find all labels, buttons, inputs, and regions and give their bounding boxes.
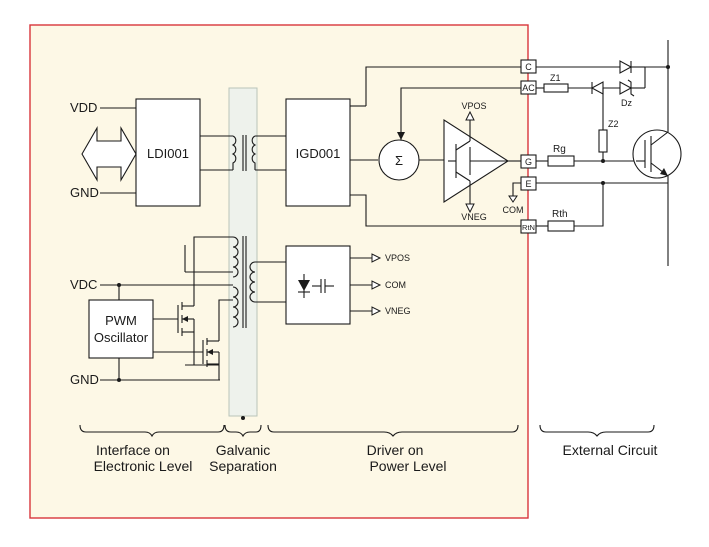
pin-ac: AC xyxy=(520,80,537,95)
interface-bracket xyxy=(79,424,225,438)
switch-upper-drain-wire xyxy=(193,236,233,306)
out-com-label: COM xyxy=(385,280,406,290)
pin-g: G xyxy=(520,154,537,169)
galvanic-label-line1: Galvanic xyxy=(216,442,270,458)
ac-feedback-arrow xyxy=(397,132,405,140)
ldi001-block xyxy=(135,98,201,207)
interface-label-line2: Electronic Level xyxy=(94,458,193,474)
gnd-label-top: GND xyxy=(70,185,99,200)
rth-to-e-wire xyxy=(574,183,604,227)
external-circuit-label: External Circuit xyxy=(563,442,658,458)
rectifier-block xyxy=(285,245,351,325)
rectifier-diode-icon xyxy=(298,274,310,298)
rth-return-wire xyxy=(350,194,523,227)
z2-label: Z2 xyxy=(608,119,619,129)
z1-label: Z1 xyxy=(550,73,561,83)
rg-label: Rg xyxy=(553,144,566,155)
z2-resistor xyxy=(598,129,608,153)
pwm-oscillator-block xyxy=(88,299,154,359)
pwm-label-line2: Oscillator xyxy=(94,330,149,345)
module-frame xyxy=(29,24,529,519)
driver-label-line2: Power Level xyxy=(369,458,446,474)
power-transformer xyxy=(232,236,286,328)
e-com-wire xyxy=(512,182,523,196)
zener-dz xyxy=(619,81,633,95)
capacitor-icon xyxy=(312,279,334,293)
svg-text:RtN: RtN xyxy=(522,223,535,232)
svg-text:C: C xyxy=(525,62,532,72)
svg-text:AC: AC xyxy=(522,83,535,93)
push-pull-transistors xyxy=(448,131,508,191)
rg-resistor xyxy=(547,155,575,167)
dz-label: Dz xyxy=(621,98,632,108)
amp-vneg-label: VNEG xyxy=(461,212,487,222)
rth-resistor xyxy=(547,220,575,232)
c-feedback-wire xyxy=(365,66,523,106)
sigma-symbol: Σ xyxy=(395,153,403,168)
igd001-block xyxy=(285,98,351,207)
ac-feedback-wire xyxy=(400,87,523,140)
vdc-label: VDC xyxy=(70,277,97,292)
svg-text:G: G xyxy=(525,157,532,167)
signal-transformer xyxy=(200,135,286,171)
switch-transistor-lower xyxy=(153,338,220,367)
rth-label: Rth xyxy=(552,209,568,220)
gnd-label-bottom: GND xyxy=(70,372,99,387)
galvanic-bracket xyxy=(224,424,262,438)
com-label: COM xyxy=(503,205,524,215)
amp-vpos-label: VPOS xyxy=(461,101,486,111)
switch-transistor-upper xyxy=(153,302,195,336)
interface-label-line1: Interface on xyxy=(96,442,170,458)
diode-top xyxy=(619,60,633,74)
pin-rtn: RtN xyxy=(520,219,537,234)
igbt-transistor xyxy=(632,40,682,266)
switch-lower-drain-wire xyxy=(218,299,233,341)
pin-c: C xyxy=(520,59,537,74)
diode-ac xyxy=(590,81,604,95)
external-bracket xyxy=(539,424,655,437)
z1-resistor xyxy=(543,83,569,93)
vdd-label: VDD xyxy=(70,100,97,115)
driver-bracket xyxy=(267,424,519,437)
driver-label-line1: Driver on xyxy=(367,442,424,458)
igd001-label: IGD001 xyxy=(296,146,341,161)
galvanic-label-line2: Separation xyxy=(209,458,277,474)
ldi001-label: LDI001 xyxy=(147,146,189,161)
out-vneg-label: VNEG xyxy=(385,306,411,316)
out-vpos-label: VPOS xyxy=(385,253,410,263)
svg-text:E: E xyxy=(525,179,531,189)
pwm-label-line1: PWM xyxy=(105,313,137,328)
pin-e: E xyxy=(520,176,537,191)
